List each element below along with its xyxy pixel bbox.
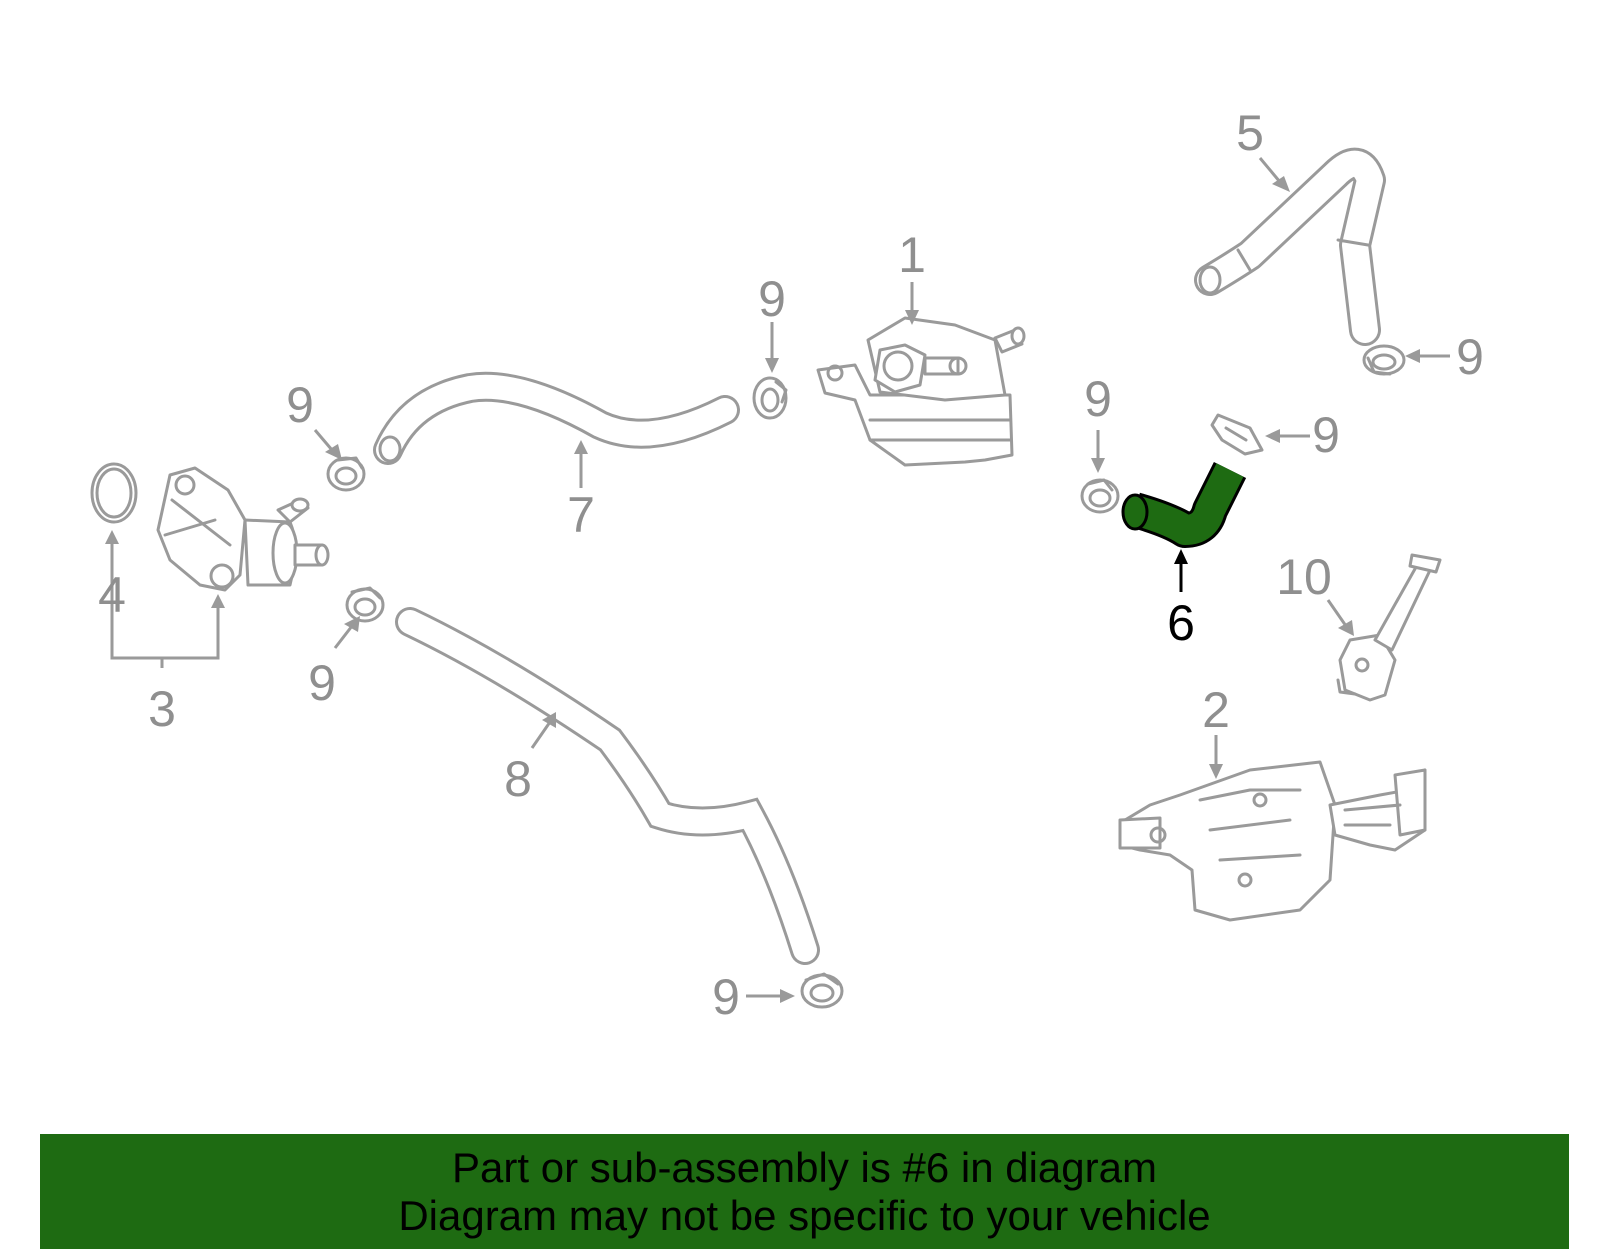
callout-10: 10	[1276, 549, 1332, 605]
part-1-valve	[816, 316, 1026, 467]
callout-6: 6	[1167, 595, 1195, 651]
part-5-hose	[1194, 147, 1386, 346]
callout-9-g: 9	[712, 969, 740, 1025]
callout-3: 3	[148, 681, 176, 737]
callout-9-a: 9	[286, 377, 314, 433]
callout-9-b: 9	[758, 271, 786, 327]
callout-7: 7	[567, 487, 595, 543]
part-8-hose	[395, 607, 820, 965]
callout-2: 2	[1202, 682, 1230, 738]
part-7-hose	[373, 371, 740, 465]
clamp-9-b	[752, 376, 788, 420]
callout-9-d: 9	[1084, 371, 1112, 427]
callout-5: 5	[1236, 105, 1264, 161]
part-2-bracket-assembly	[1118, 760, 1427, 922]
clamp-9-c	[1362, 344, 1406, 376]
banner-line-2: Diagram may not be specific to your vehi…	[398, 1191, 1211, 1239]
banner-line-1: Part or sub-assembly is #6 in diagram	[452, 1143, 1157, 1191]
callout-4: 4	[98, 567, 126, 623]
clamp-9-a	[326, 456, 366, 492]
clip-9-e	[1210, 413, 1264, 456]
callout-9-c: 9	[1456, 329, 1484, 385]
callout-9-e: 9	[1312, 407, 1340, 463]
leader-lines	[105, 157, 1450, 1003]
info-banner: Part or sub-assembly is #6 in diagram Di…	[40, 1134, 1569, 1249]
part-10-bracket	[1336, 553, 1442, 702]
callout-1: 1	[898, 227, 926, 283]
part-6-hose-highlighted	[1121, 461, 1247, 548]
callout-9-f: 9	[308, 655, 336, 711]
callout-8: 8	[504, 751, 532, 807]
leader-line-6	[1174, 549, 1188, 592]
part-4-o-ring	[90, 462, 138, 524]
clamp-9-f	[345, 586, 385, 623]
clamp-9-g	[800, 972, 844, 1009]
part-3-pump-assembly	[156, 466, 330, 592]
clamp-9-d	[1080, 478, 1120, 514]
